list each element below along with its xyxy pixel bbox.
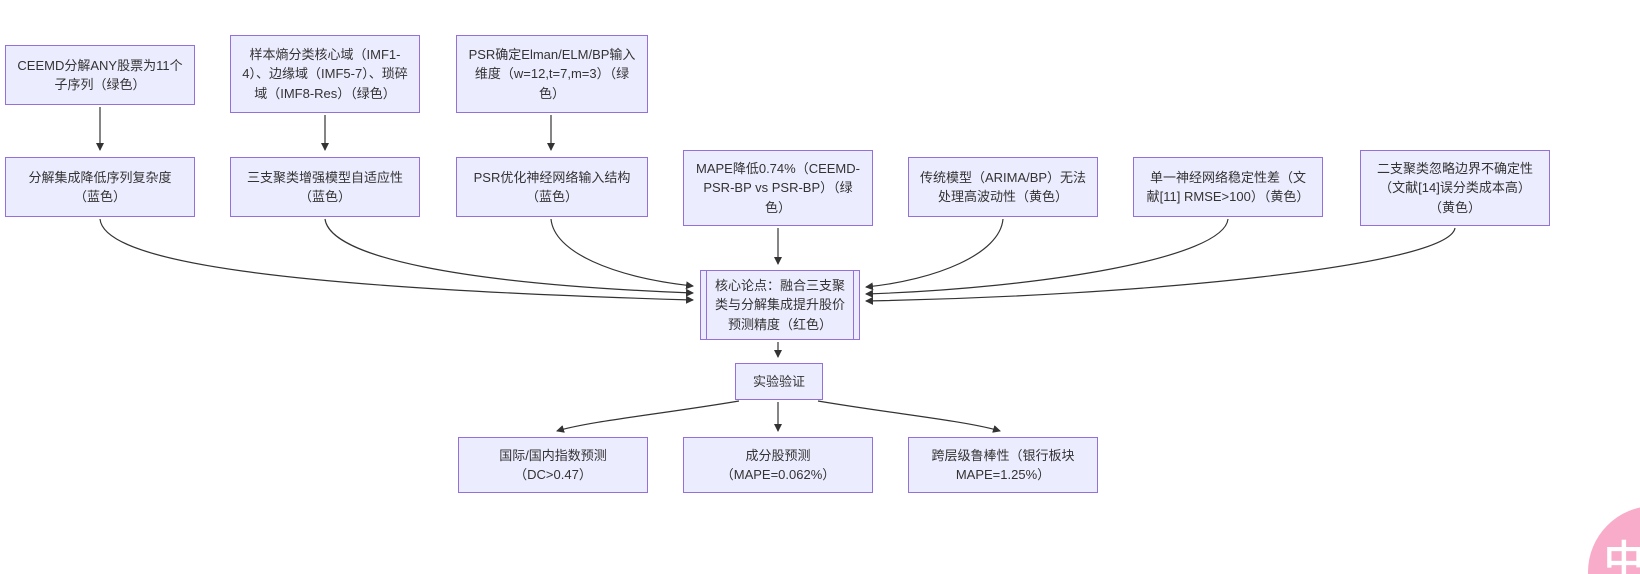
node-label: 分解集成降低序列复杂度（蓝色） [28,169,172,205]
node-label: MAPE降低0.74%（CEEMD-PSR-BP vs PSR-BP）（绿色） [696,160,860,215]
node-sample-entropy-classification: 样本熵分类核心域（IMF1-4）、边缘域（IMF5-7）、琐碎域（IMF8-Re… [230,35,420,113]
node-label: 样本熵分类核心域（IMF1-4）、边缘域（IMF5-7）、琐碎域（IMF8-Re… [242,46,408,101]
node-single-nn-instability: 单一神经网络稳定性差（文献[11] RMSE>100）（黄色） [1133,157,1323,217]
core-right-bar [853,271,854,339]
edge-singlenn-to-core [865,218,1229,298]
node-label: 三支聚类增强模型自适应性（蓝色） [246,169,403,205]
node-label: 二支聚类忽略边界不确定性（文献[14]误分类成本高）（黄色） [1376,160,1533,215]
edge-experiment-to-robust [817,400,1001,433]
node-label: PSR优化神经网络输入结构（蓝色） [473,169,631,205]
node-label: 核心论点：融合三支聚类与分解集成提升股价预测精度（红色） [714,277,845,332]
node-ceemd-decomposition: CEEMD分解ANY股票为11个子序列（绿色） [5,45,195,105]
node-label: CEEMD分解ANY股票为11个子序列（绿色） [17,57,183,93]
edge-psropt-to-core [550,218,694,290]
node-label: 跨层级鲁棒性（银行板块 MAPE=1.25%） [931,447,1075,483]
node-decomposition-complexity: 分解集成降低序列复杂度（蓝色） [5,157,195,217]
edge-traditional-to-core [865,218,1004,291]
node-psr-input-dimension: PSR确定Elman/ELM/BP输入维度（w=12,t=7,m=3）（绿色） [456,35,648,113]
edge-2way-to-core [865,227,1456,305]
node-core-thesis: 核心论点：融合三支聚类与分解集成提升股价预测精度（红色） [700,270,860,340]
edge-3way-to-core [324,218,694,297]
translate-badge-button[interactable]: 中A [1588,506,1640,574]
node-label: 传统模型（ARIMA/BP）无法处理高波动性（黄色） [919,169,1087,205]
node-cross-level-robustness: 跨层级鲁棒性（银行板块 MAPE=1.25%） [908,437,1098,493]
node-experimental-validation: 实验验证 [735,363,823,400]
node-mape-reduction-evidence: MAPE降低0.74%（CEEMD-PSR-BP vs PSR-BP）（绿色） [683,150,873,226]
edge-experiment-to-index [556,400,740,433]
node-label: 单一神经网络稳定性差（文献[11] RMSE>100）（黄色） [1146,169,1310,205]
node-label: 实验验证 [752,373,805,389]
core-left-bar [706,271,707,339]
node-psr-optimized-input: PSR优化神经网络输入结构（蓝色） [456,157,648,217]
node-two-way-clustering-limitation: 二支聚类忽略边界不确定性（文献[14]误分类成本高）（黄色） [1360,150,1550,226]
translate-badge-label: 中A [1604,539,1640,574]
node-constituent-stock-prediction: 成分股预测（MAPE=0.062%） [683,437,873,493]
node-label: 国际/国内指数预测（DC>0.47） [499,447,607,483]
node-label: 成分股预测（MAPE=0.062%） [720,447,836,483]
edge-decomp-to-core [99,218,694,304]
node-label: PSR确定Elman/ELM/BP输入维度（w=12,t=7,m=3）（绿色） [468,46,636,101]
node-index-prediction: 国际/国内指数预测（DC>0.47） [458,437,648,493]
node-traditional-model-limitation: 传统模型（ARIMA/BP）无法处理高波动性（黄色） [908,157,1098,217]
node-three-way-clustering-adaptivity: 三支聚类增强模型自适应性（蓝色） [230,157,420,217]
